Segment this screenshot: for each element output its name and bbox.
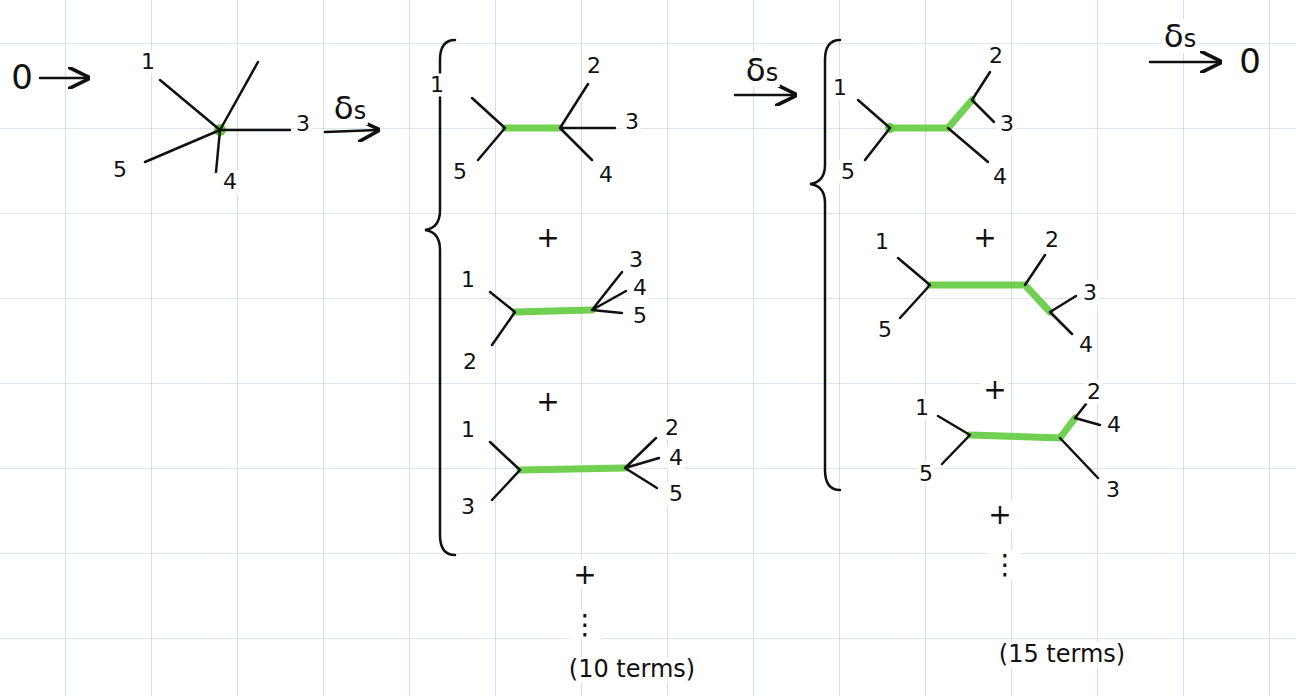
leaf-number: 5	[917, 462, 935, 485]
map-arrow	[325, 130, 378, 132]
leaf-number: 3	[1081, 281, 1099, 304]
leaf-number: 3	[459, 495, 477, 518]
leaf-number: 1	[139, 50, 157, 73]
leaf-number: 3	[627, 248, 645, 271]
leaf-number: 5	[876, 318, 894, 341]
tree-leaves	[490, 438, 659, 500]
differential-label: δs	[332, 91, 368, 125]
term-count: (10 terms)	[567, 657, 697, 682]
zero-term: 0	[1237, 44, 1263, 80]
leaf-number: 5	[631, 304, 649, 327]
leaf-number: 1	[873, 230, 891, 253]
internal-edge	[970, 418, 1075, 438]
leaf-number: 5	[451, 160, 469, 183]
leaf-number: 2	[461, 350, 479, 373]
internal-edge	[890, 100, 972, 128]
sum-brace	[810, 40, 840, 490]
map-arrow	[1150, 61, 1220, 64]
leaf-number: 1	[428, 73, 446, 96]
internal-edge	[520, 468, 625, 470]
plus-sign: +	[534, 387, 561, 416]
plus-sign: +	[986, 500, 1013, 529]
internal-edge	[515, 310, 592, 312]
zero-term: 0	[9, 60, 35, 96]
leaf-number: 4	[631, 276, 649, 299]
leaf-number: 2	[585, 54, 603, 77]
plus-sign: +	[981, 375, 1008, 404]
tree-leaves	[938, 404, 1100, 478]
leaf-number: 4	[221, 170, 239, 193]
leaf-number: 3	[623, 110, 641, 133]
leaf-number: 3	[998, 112, 1016, 135]
leaf-number: 1	[459, 268, 477, 291]
map-arrow	[735, 94, 795, 97]
tree-leaves	[858, 72, 994, 162]
leaf-number: 2	[663, 416, 681, 439]
ellipsis: ⋮	[569, 610, 601, 639]
leaf-number: 1	[913, 396, 931, 419]
internal-edge	[930, 285, 1050, 312]
leaf-number: 4	[667, 446, 685, 469]
leaf-number: 2	[1043, 228, 1061, 251]
tree-leaves	[898, 255, 1076, 334]
leaf-number: 3	[294, 112, 312, 135]
plus-sign: +	[971, 223, 998, 252]
leaf-number: 1	[831, 76, 849, 99]
leaf-number: 5	[839, 160, 857, 183]
leaf-number: 4	[597, 163, 615, 186]
differential-label: δs	[1162, 19, 1198, 53]
plus-sign: +	[571, 560, 598, 589]
differential-label: δs	[744, 53, 780, 87]
plus-sign: +	[534, 223, 561, 252]
tree-leaves	[472, 84, 615, 160]
leaf-number: 5	[667, 482, 685, 505]
internal-edge	[505, 125, 560, 132]
leaf-number: 2	[987, 44, 1005, 67]
leaf-number: 3	[1104, 478, 1122, 501]
leaf-number: 4	[991, 165, 1009, 188]
tree-leaves	[145, 62, 290, 172]
term-count: (15 terms)	[997, 642, 1127, 667]
leaf-number: 2	[1085, 380, 1103, 403]
sum-brace	[425, 40, 455, 555]
leaf-number: 5	[111, 158, 129, 181]
leaf-number: 1	[459, 418, 477, 441]
leaf-number: 4	[1077, 333, 1095, 356]
tree-leaves	[490, 272, 626, 345]
ellipsis: ⋮	[989, 550, 1021, 579]
map-arrow	[40, 77, 88, 80]
leaf-number: 4	[1105, 413, 1123, 436]
